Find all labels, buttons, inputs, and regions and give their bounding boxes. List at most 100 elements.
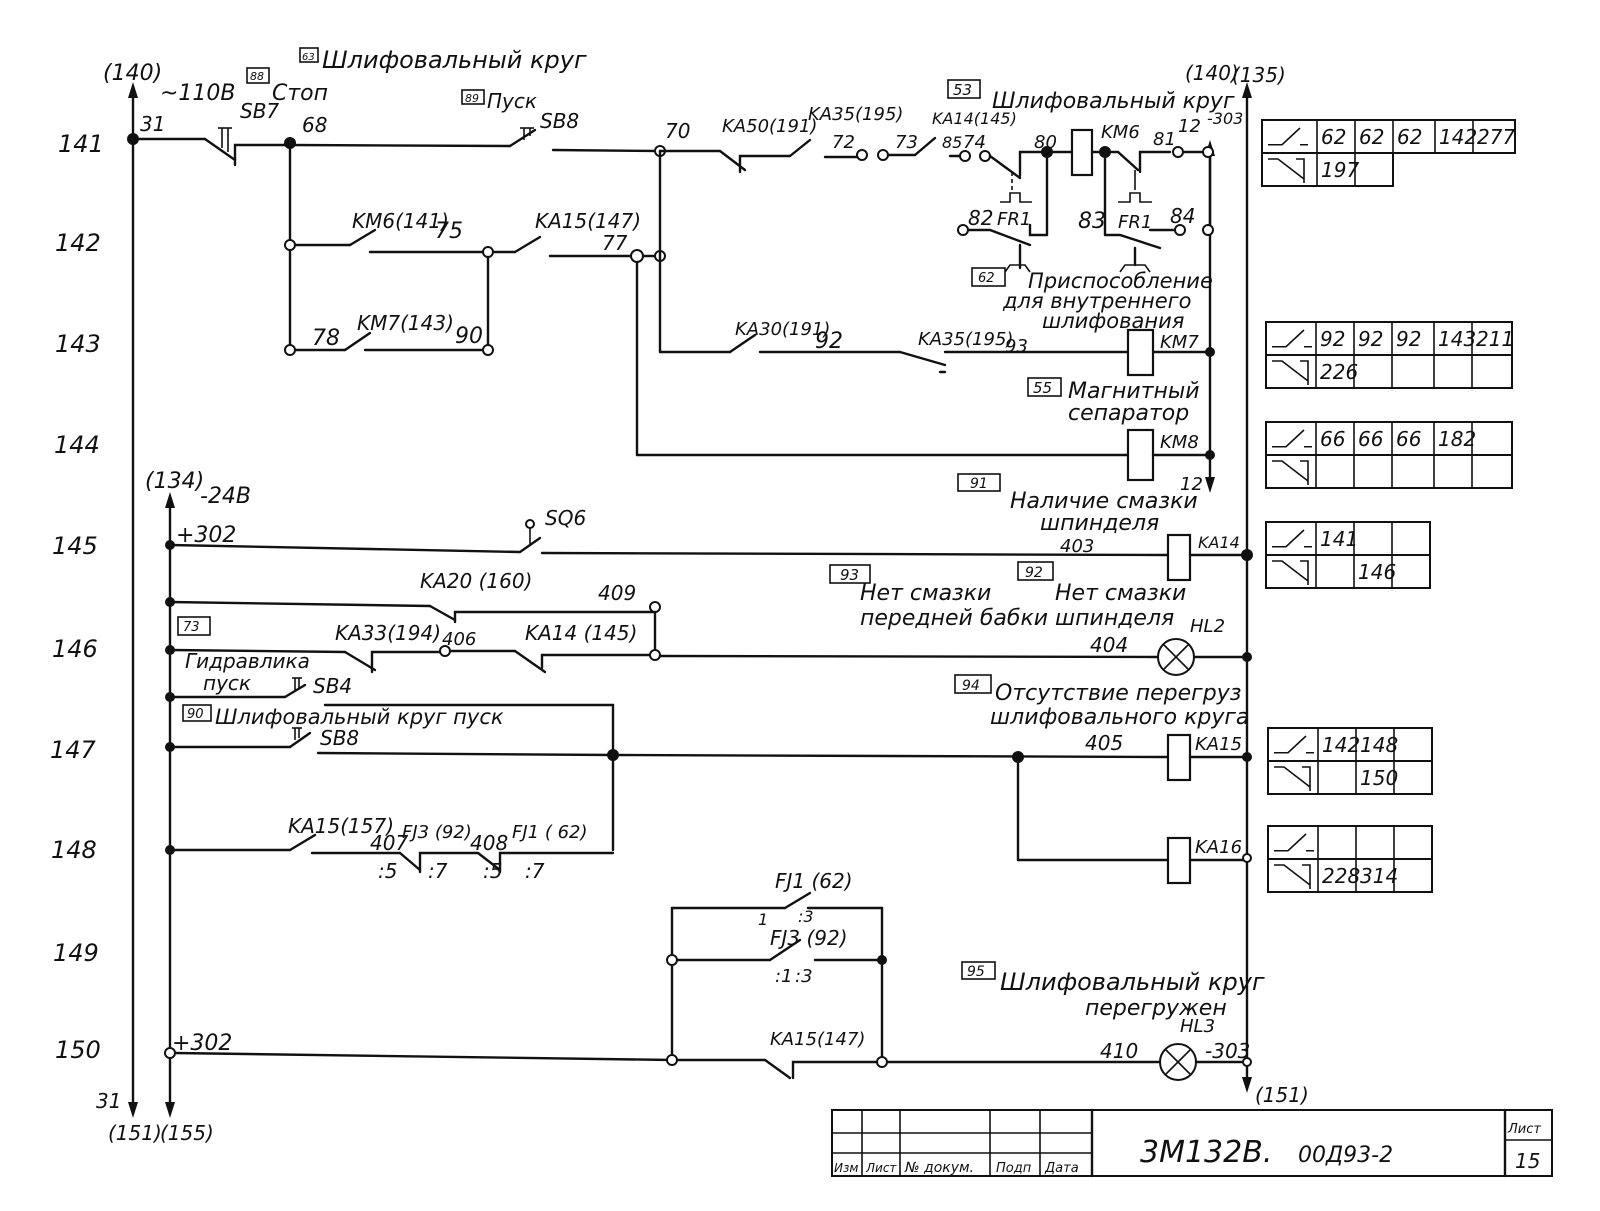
label-ka14-145-top: KA14(145) [932,109,1017,128]
caption-lube-ok-1: Наличие смазки [1010,489,1198,514]
nc-contact-icon [1268,158,1305,183]
left-bus: (140) ~110В 31 31 (151) [96,61,236,1145]
contact-ref-no: 66 [1320,427,1345,451]
label-km6-141: KM6(141) [352,209,449,233]
wire-78: 78 [312,326,340,351]
label-fj3-92: FJ3 (92) [402,822,472,843]
no-contact-icon [1272,329,1312,348]
label-sb8-top: SB8 [540,109,579,133]
label-km7-143: KM7(143) [357,311,454,335]
labels: SB7 68 SB8 70 KA50(191) KA35(195) 72 73 … [240,99,1242,1063]
caption-fixture-1: Приспособление [1028,269,1213,293]
label-hl2: HL2 [1190,616,1225,637]
wire-92: 92 [815,329,843,354]
contact-ref-no: 277 [1477,125,1515,149]
title-designation: 3М132В. [1140,1135,1272,1170]
contact-ref-no: 142 [1439,125,1477,149]
label-fr1-b: FR1 [1118,212,1152,233]
caption-no-lube-spindle-2: шпинделя [1055,606,1174,631]
no-contact-icon [1274,833,1314,852]
no-contact-icon [1274,735,1314,754]
wire-93: 93 [1005,336,1028,357]
contact-ref-no: 142 [1322,733,1360,757]
contact-ref-no: 66 [1358,427,1383,451]
row-149-150 [164,891,1252,1081]
hl2-lamp-icon [1157,638,1195,676]
dc-bus-top-ref: (134) [145,469,204,494]
caption-no-overload-1: Отсутствие перегруз [995,681,1241,706]
pin-7a: :7 [428,859,448,883]
wire-90: 90 [455,324,483,349]
row-number: 146 [52,635,98,663]
wire-70: 70 [665,119,690,143]
row-141 [131,127,1214,273]
caption-grinding-wheel-start: Шлифовальный круг пуск [215,705,504,729]
captions: 63 Шлифовальный круг 88 Стоп 89 Пуск 53 … [177,46,1265,1021]
label-ka35-195-top: KA35(195) [808,104,903,125]
caption-no-lube-spindle-1: Нет смазки [1055,581,1186,606]
row-number: 150 [55,1036,101,1064]
contact-ref-no: 182 [1438,427,1476,451]
km7-coil [1126,328,1155,377]
contact-ref-no: 141 [1320,527,1358,551]
label-fj3-92b: FJ3 (92) [770,926,848,950]
no-contact-icon [1268,127,1308,146]
label-ka16: KA16 [1195,837,1242,858]
caption-ref-62: 62 [978,271,995,286]
caption-start: Пуск [487,89,537,113]
wire-74: 74 [963,132,986,153]
wire-plus302: +302 [176,523,236,548]
title-header-sheet: Лист [865,1161,897,1175]
pin-5a: :5 [378,859,397,883]
row-number: 143 [55,330,101,358]
ka14-coil [1166,533,1192,582]
caption-lube-ok-2: шпинделя [1040,511,1159,536]
row-number: 145 [52,532,98,560]
label-ka14: KA14 [1198,533,1240,552]
nc-contact-icon [1272,360,1309,385]
caption-ref-89: 89 [465,92,479,105]
contact-ref-no: 211 [1476,327,1514,351]
caption-no-lube-head-1: Нет смазки [860,581,991,606]
contact-ref-nc: 146 [1358,560,1396,584]
row-142-143 [284,143,1215,482]
pin-3b: :3 [795,966,813,987]
right-bus-top-ref-2: (135) [1232,63,1286,87]
wire-403: 403 [1060,536,1094,557]
caption-ref-95: 95 [967,964,985,980]
nc-contact-icon [1274,766,1311,791]
contact-ref-no: 62 [1359,125,1384,149]
dc-bus-voltage: -24В [200,484,251,509]
caption-hydraulics-2: пуск [203,671,251,695]
left-bus-top-ref: (140) [103,61,162,86]
label-ka50-191: KA50(191) [722,116,817,137]
caption-magnet-1: Магнитный [1068,379,1200,404]
label-ka15: KA15 [1195,734,1242,755]
caption-ref-63: 63 [302,52,315,63]
label-sq6: SQ6 [545,506,586,530]
label-ka35-195: KA35(195) [918,329,1013,350]
title-header-change: Изм [834,1161,858,1175]
caption-fixture-2: для внутреннего [1002,289,1192,313]
pin-5b: :5 [483,859,502,883]
label-fj1-62b: FJ1 (62) [775,869,853,893]
wire-minus303: -303 [1207,109,1243,128]
ka16-coil [1166,836,1192,885]
caption-overloaded-2: перегружен [1085,996,1227,1021]
hl3-lamp-icon [1159,1043,1197,1081]
title-header-doc-no: № докум. [904,1160,974,1176]
wire-81: 81 [1153,129,1176,150]
row-148 [165,833,615,874]
left-bus-bottom-ref: (151) [108,1121,162,1145]
wire-406: 406 [442,629,476,650]
caption-ref-94: 94 [962,678,980,694]
wire-75: 75 [435,219,463,244]
label-ka30-191: KA30(191) [735,319,830,340]
label-fr1-a: FR1 [997,209,1031,230]
contact-ref-no: 92 [1358,327,1383,351]
wire-405: 405 [1085,731,1123,755]
